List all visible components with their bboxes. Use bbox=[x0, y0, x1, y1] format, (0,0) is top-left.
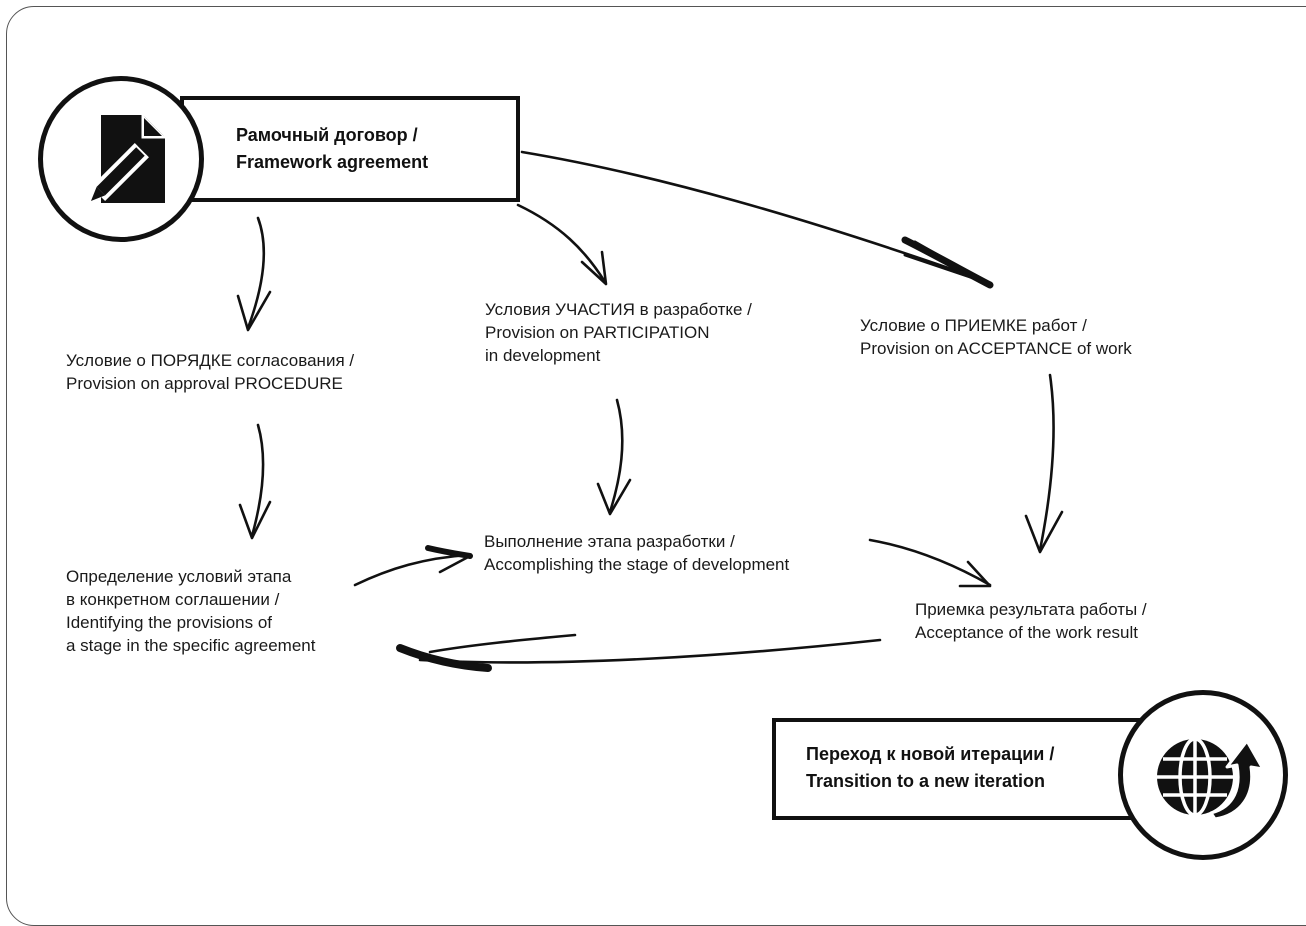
stage-definition-line1: Определение условий этапа bbox=[66, 567, 292, 586]
participation-provision-ru: Условия УЧАСТИЯ в разработке / bbox=[485, 300, 752, 319]
procedure-provision-ru: Условие о ПОРЯДКЕ согласования / bbox=[66, 351, 355, 370]
document-pen-icon bbox=[90, 115, 165, 203]
framework-agreement-ru: Рамочный договор / bbox=[236, 125, 418, 145]
stage-execution-ru: Выполнение этапа разработки / bbox=[484, 532, 735, 551]
result-acceptance: Приемка результата работы / Acceptance o… bbox=[915, 598, 1147, 644]
procedure-provision-en: Provision on approval PROCEDURE bbox=[66, 374, 343, 393]
stage-execution: Выполнение этапа разработки / Accomplish… bbox=[484, 530, 789, 576]
stage-definition-line2: в конкретном соглашении / bbox=[66, 590, 280, 609]
stage-execution-en: Accomplishing the stage of development bbox=[484, 555, 790, 574]
stage-definition-line4: a stage in the specific agreement bbox=[66, 636, 316, 655]
acceptance-provision: Условие о ПРИЕМКЕ работ / Provision on A… bbox=[860, 314, 1132, 360]
acceptance-provision-ru: Условие о ПРИЕМКЕ работ / bbox=[860, 316, 1087, 335]
participation-provision: Условия УЧАСТИЯ в разработке / Provision… bbox=[485, 298, 752, 367]
framework-agreement-icon-circle bbox=[38, 76, 204, 242]
framework-agreement-en: Framework agreement bbox=[236, 152, 429, 172]
new-iteration-icon-circle bbox=[1118, 690, 1288, 860]
new-iteration-box bbox=[772, 718, 1152, 820]
procedure-provision: Условие о ПОРЯДКЕ согласования / Provisi… bbox=[66, 349, 354, 395]
result-acceptance-en: Acceptance of the work result bbox=[915, 623, 1139, 642]
new-iteration-ru: Переход к новой итерации / bbox=[806, 744, 1055, 764]
new-iteration-label: Переход к новой итерации / Transition to… bbox=[806, 741, 1054, 795]
framework-agreement-label: Рамочный договор / Framework agreement bbox=[236, 122, 428, 176]
participation-provision-en-line2: in development bbox=[485, 346, 601, 365]
result-acceptance-ru: Приемка результата работы / bbox=[915, 600, 1147, 619]
stage-definition-line3: Identifying the provisions of bbox=[66, 613, 273, 632]
new-iteration-en: Transition to a new iteration bbox=[806, 771, 1046, 791]
acceptance-provision-en: Provision on ACCEPTANCE of work bbox=[860, 339, 1132, 358]
participation-provision-en-line1: Provision on PARTICIPATION bbox=[485, 323, 710, 342]
stage-definition: Определение условий этапа в конкретном с… bbox=[66, 565, 315, 657]
globe-arrow-icon bbox=[1157, 737, 1265, 821]
